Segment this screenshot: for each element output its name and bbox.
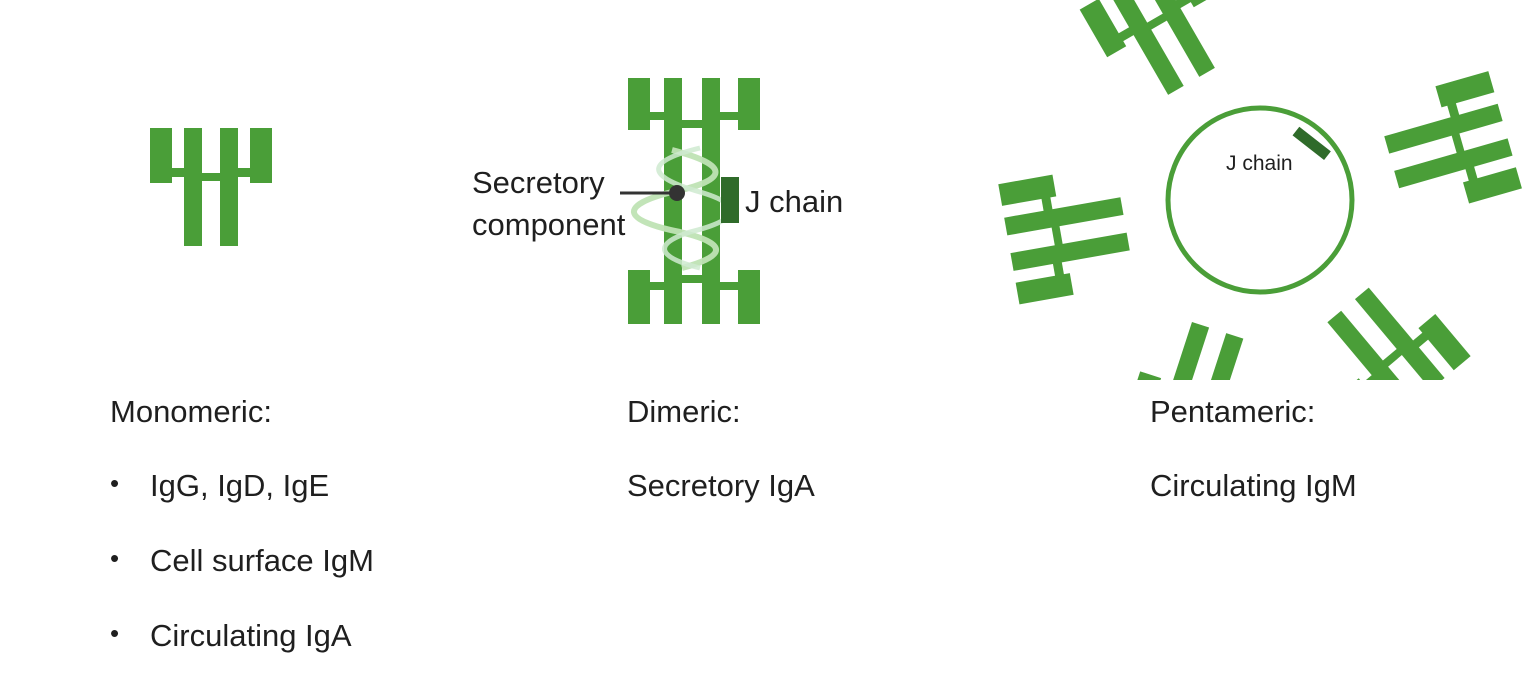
bullet: • — [110, 468, 120, 498]
bullet: • — [110, 543, 120, 573]
immunoglobulin-diagram: Secretory component J chain J chain — [150, 0, 1522, 380]
monomer-antibody — [150, 128, 272, 246]
secretory-component-wave — [631, 147, 720, 271]
dimer-j-chain-label: J chain — [745, 184, 843, 219]
secretory-pointer-dot — [669, 185, 685, 201]
secretory-label-line2: component — [472, 207, 626, 242]
pentamer-antibody: J chain — [998, 0, 1522, 380]
list-item: • Cell surface IgM — [110, 545, 374, 620]
pentameric-subtitle: Circulating IgM — [1150, 468, 1357, 503]
list-item: • IgG, IgD, IgE — [110, 470, 374, 545]
j-chain — [721, 177, 739, 223]
dimer-antibody: Secretory component J chain — [472, 78, 843, 324]
secretory-label-line1: Secretory — [472, 165, 605, 200]
dimeric-heading: Dimeric: — [627, 394, 741, 429]
list-item: • Circulating IgA — [110, 620, 374, 695]
bullet: • — [110, 618, 120, 648]
pentamer-ring — [1165, 105, 1355, 295]
pentameric-heading: Pentameric: — [1150, 394, 1316, 429]
pentamer-j-chain-label: J chain — [1226, 152, 1293, 175]
list-item-label: IgG, IgD, IgE — [150, 468, 330, 503]
pentamer-j-chain — [1292, 126, 1331, 161]
list-item-label: Circulating IgA — [150, 618, 352, 653]
monomeric-list: • IgG, IgD, IgE • Cell surface IgM • Circul… — [110, 470, 374, 695]
dimeric-subtitle: Secretory IgA — [627, 468, 815, 503]
list-item-label: Cell surface IgM — [150, 543, 374, 578]
monomeric-heading: Monomeric: — [110, 394, 272, 429]
